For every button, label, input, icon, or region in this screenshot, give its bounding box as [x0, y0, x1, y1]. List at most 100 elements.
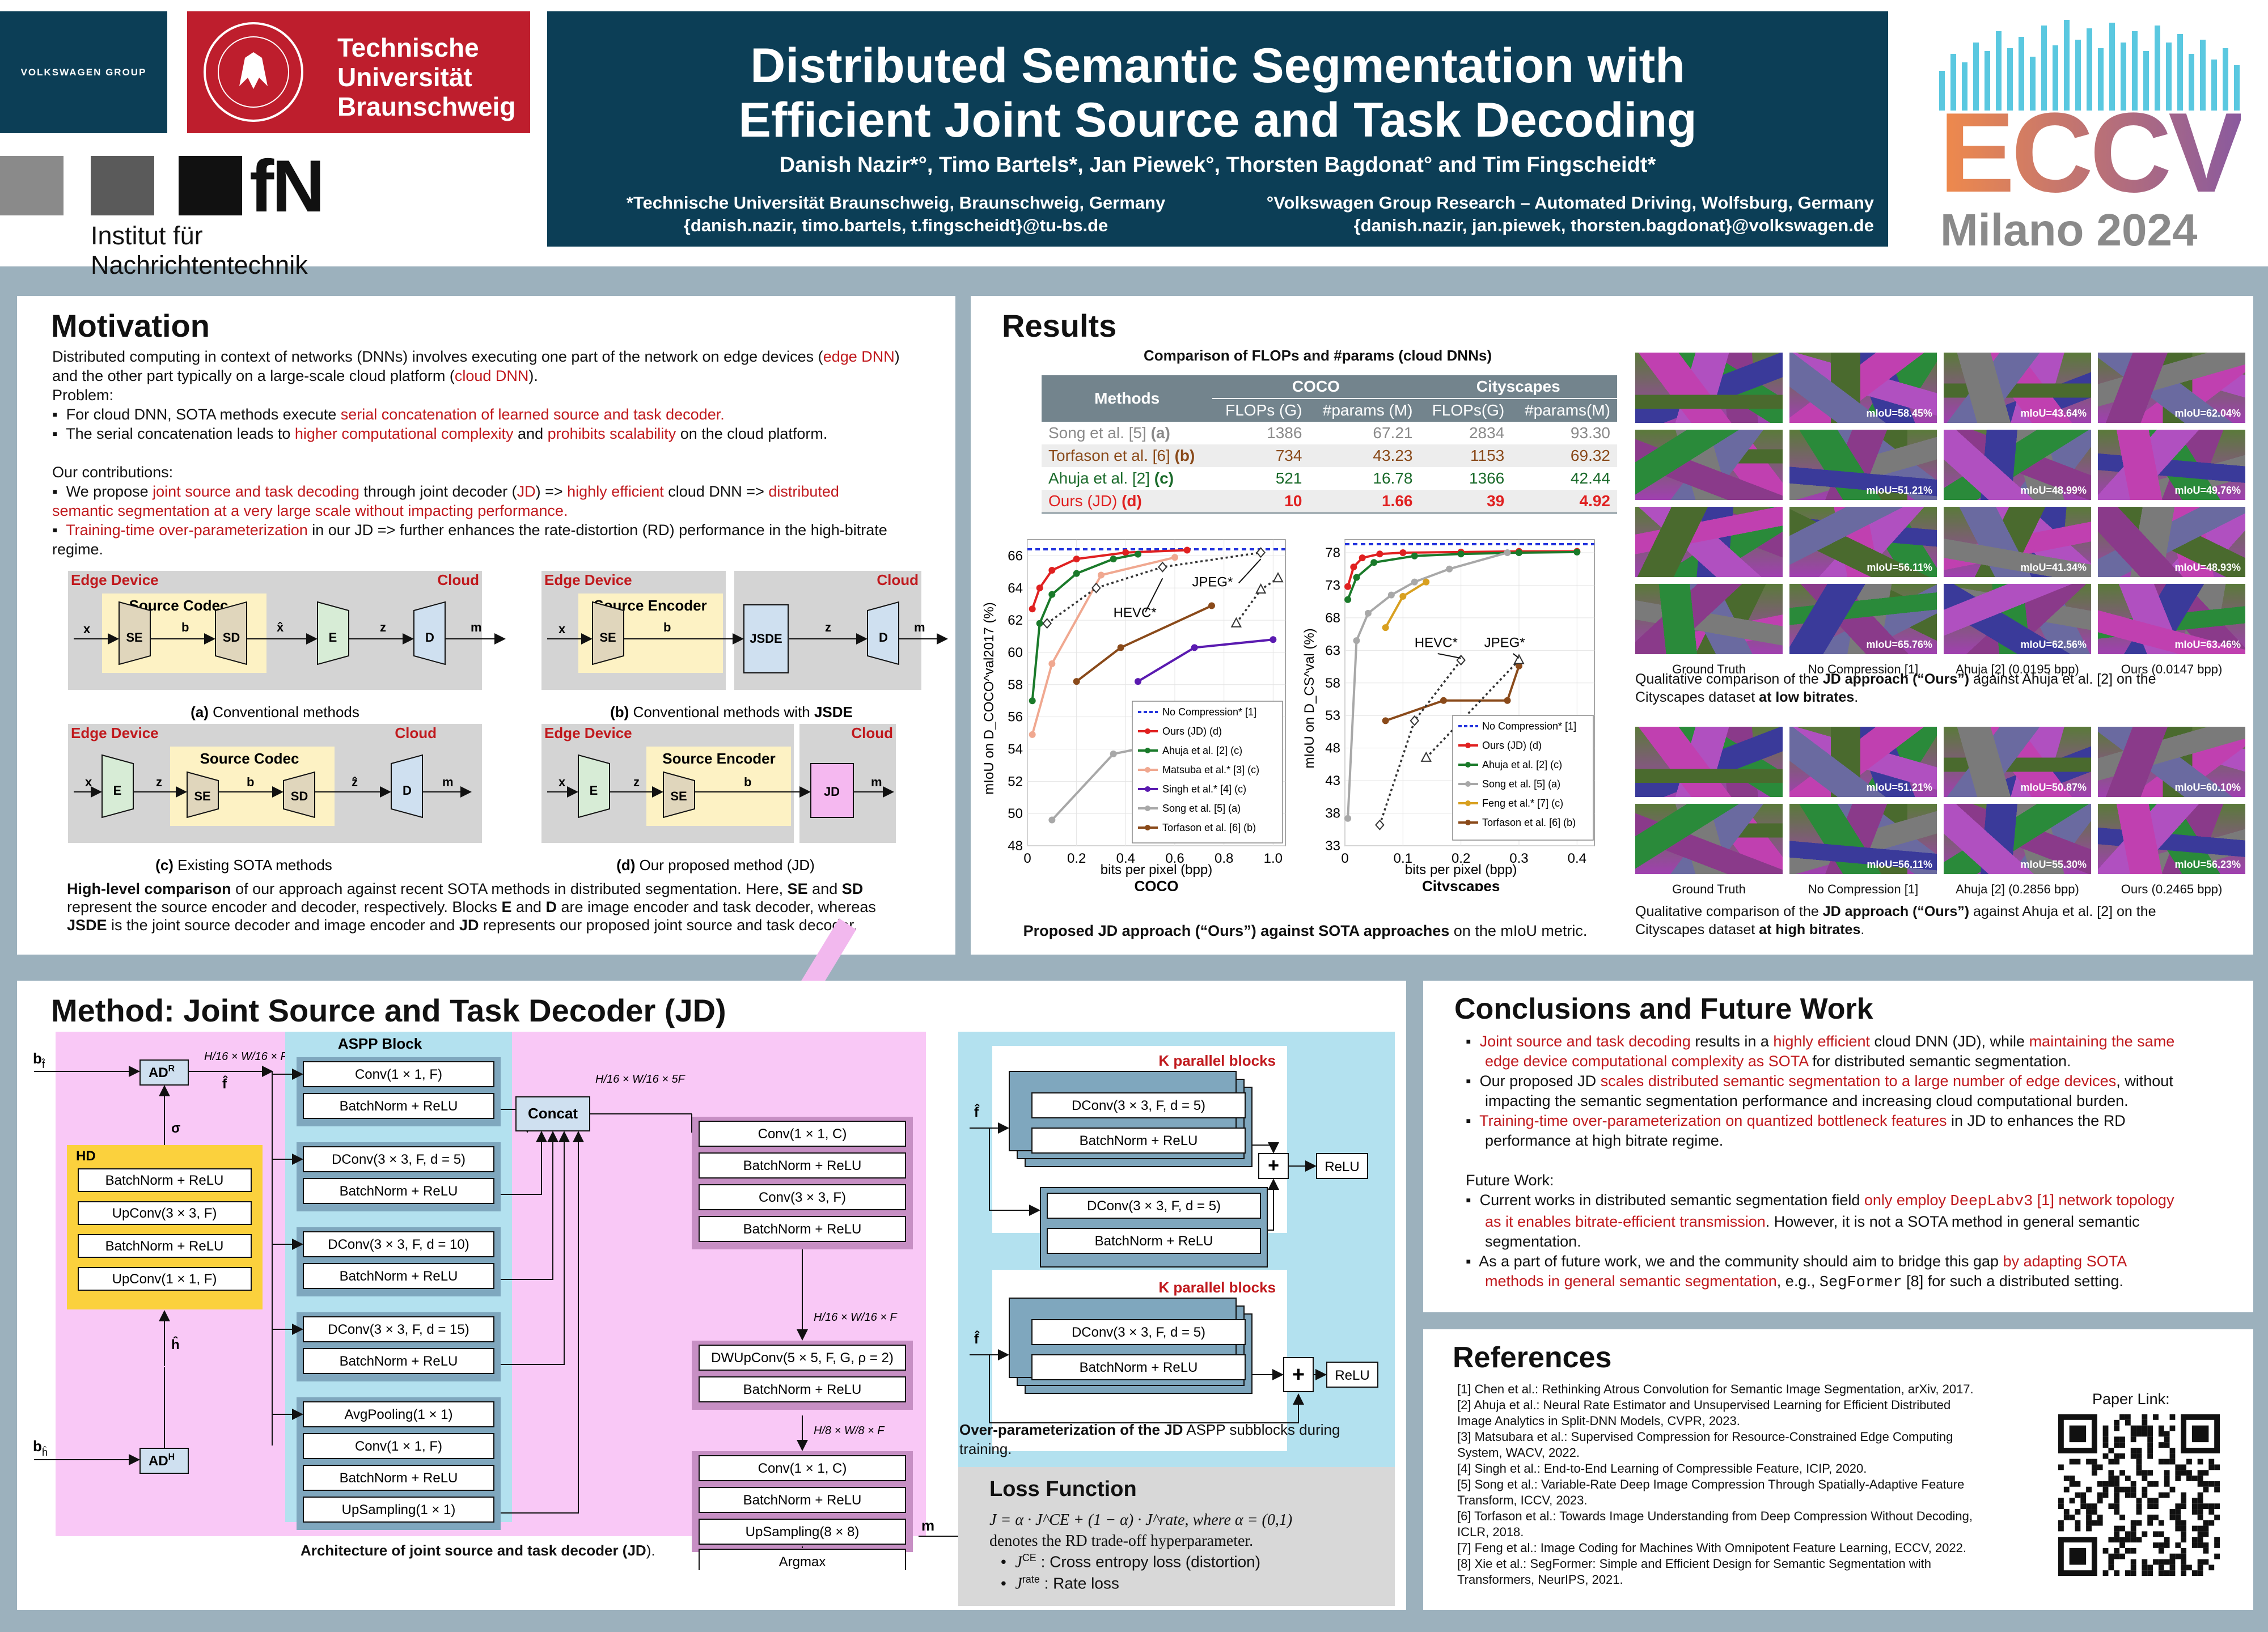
- segmentation-image: mIoU=51.21%: [1789, 727, 1937, 797]
- grid-column-label: Ground Truth: [1672, 662, 1746, 676]
- miou-label: mIoU=58.45%: [1866, 408, 1932, 419]
- decoder-op-label: DWUpConv(5 × 5, F, G, ρ = 2): [711, 1350, 894, 1366]
- motivation-title: Motivation: [51, 308, 210, 344]
- decoder-op-label: BatchNorm + ReLU: [743, 1222, 862, 1237]
- loss-title: Loss Function: [989, 1477, 1137, 1501]
- svg-text:+: +: [1292, 1363, 1305, 1387]
- loss-desc: denotes the RD trade-off hyperparameter.: [989, 1532, 1254, 1550]
- data-point: [1440, 697, 1447, 704]
- y-tick-label: 64: [1008, 580, 1023, 596]
- aspp-op: [303, 1231, 494, 1257]
- data-point: [1423, 578, 1430, 586]
- svg-text:(d) Our proposed method (JD): (d) Our proposed method (JD): [616, 857, 815, 874]
- architecture-caption: Architecture of joint source and task de…: [301, 1542, 655, 1559]
- aspp-op: [303, 1146, 494, 1172]
- svg-text:BatchNorm + ReLU: BatchNorm + ReLU: [1080, 1133, 1198, 1148]
- data-point: [1375, 819, 1385, 830]
- reference-item: Transform, ICCV, 2023.: [1457, 1493, 1588, 1507]
- decoder-op-label: Conv(1 × 1, C): [758, 1461, 847, 1476]
- svg-text:f̂: f̂: [974, 1330, 980, 1347]
- qr-code-icon[interactable]: [2058, 1414, 2220, 1576]
- svg-text:b: b: [181, 620, 189, 634]
- svg-text:(b) Conventional methods with: (b) Conventional methods with JSDE: [610, 703, 853, 720]
- svg-text:Cloud: Cloud: [877, 571, 919, 588]
- data-point: [1048, 660, 1056, 667]
- segmentation-image: mIoU=43.64%: [1944, 353, 2091, 423]
- svg-text:H/16 × W/16 × F: H/16 × W/16 × F: [814, 1311, 898, 1324]
- data-point: [1410, 715, 1420, 726]
- svg-text:m: m: [871, 775, 882, 789]
- decoder-op-label: Conv(1 × 1, C): [758, 1126, 847, 1142]
- data-point: [1344, 583, 1352, 590]
- svg-text:f̂: f̂: [974, 1104, 980, 1120]
- data-point: [1029, 697, 1036, 705]
- high-level-comparison-diagram: Edge Device Cloud Source Codec SE SD E D…: [68, 571, 948, 874]
- svg-text:m: m: [471, 620, 482, 634]
- data-point: [1411, 578, 1418, 586]
- series-line: [1031, 553, 1139, 701]
- aspp-op-label: AvgPooling(1 × 1): [344, 1407, 452, 1422]
- coco-y-label: mIoU on D_COCO^val2017 (%): [981, 602, 997, 794]
- loss-equation: J = α · J^CE + (1 − α) · J^rate, where α…: [989, 1511, 1293, 1529]
- y-tick-label: 58: [1325, 676, 1340, 691]
- data-point: [1073, 678, 1080, 685]
- miou-label: mIoU=65.76%: [1866, 639, 1932, 650]
- references-panel: References [1] Chen et al.: Rethinking A…: [1423, 1329, 2253, 1610]
- paper-link-label: Paper Link:: [2092, 1391, 2170, 1408]
- miou-label: mIoU=50.87%: [2020, 782, 2087, 793]
- affiliation-left: *Technische Universität Braunschweig, Br…: [598, 192, 1194, 237]
- series-line: [1378, 659, 1462, 825]
- x-tick-label: 0.4: [1568, 851, 1586, 866]
- aspp-op: [303, 1401, 494, 1427]
- svg-text:Source Encoder: Source Encoder: [662, 750, 775, 767]
- data-point: [1376, 550, 1383, 558]
- svg-text:b: b: [33, 1050, 42, 1067]
- svg-text:x̂: x̂: [277, 620, 284, 634]
- decoder-op: [699, 1519, 906, 1545]
- data-point: [1208, 602, 1215, 609]
- svg-text:DConv(3 × 3, F, d = 5): DConv(3 × 3, F, d = 5): [1072, 1098, 1205, 1113]
- svg-text:HD: HD: [76, 1148, 96, 1164]
- reference-item: ICLR, 2018.: [1457, 1525, 1524, 1539]
- op-dconv: [1047, 1193, 1261, 1219]
- svg-text:ReLU: ReLU: [1325, 1159, 1359, 1175]
- svg-text:σ: σ: [171, 1121, 180, 1136]
- op-dconv: [1031, 1092, 1246, 1118]
- svg-text:Source Codec: Source Codec: [200, 750, 299, 767]
- qualitative-low-grid: mIoU=58.45%mIoU=43.64%mIoU=62.04%mIoU=51…: [1635, 353, 2245, 676]
- svg-text:ẑ: ẑ: [352, 775, 358, 789]
- x-tick-label: 0.8: [1215, 851, 1233, 866]
- series-line: [1425, 659, 1520, 759]
- miou-label: mIoU=62.56%: [2020, 639, 2087, 650]
- coco-x-label: bits per pixel (bpp): [1101, 862, 1212, 878]
- tu-logo-line-1: Technische: [337, 33, 479, 62]
- legend-entry: Song et al. [5] (a): [1482, 778, 1560, 790]
- decoder-op-label: BatchNorm + ReLU: [743, 1493, 862, 1508]
- svg-text:ĥ: ĥ: [171, 1336, 180, 1353]
- svg-text:ADH: ADH: [149, 1452, 175, 1469]
- y-tick-label: 68: [1325, 611, 1340, 626]
- jd-architecture-diagram: b f̂ ADR H/16 × W/16 × F f̂ σ HD BatchNo…: [33, 1032, 982, 1570]
- data-point: [1513, 654, 1525, 664]
- conclusions-title: Conclusions and Future Work: [1454, 993, 1873, 1025]
- references-list: [1] Chen et al.: Rethinking Atrous Convo…: [1457, 1381, 2036, 1588]
- x-tick-label: 0.2: [1067, 851, 1086, 866]
- legend-entry: Ours (JD) (d): [1482, 740, 1542, 751]
- grid-column-label: Ours (0.2465 bpp): [2121, 882, 2223, 896]
- y-tick-label: 48: [1325, 741, 1340, 756]
- coco-legend: [1132, 701, 1283, 843]
- data-point: [1353, 637, 1360, 645]
- svg-text:Concat: Concat: [528, 1105, 578, 1122]
- legend-entry: Feng et al.* [7] (c): [1482, 798, 1563, 809]
- decoder-op: [699, 1152, 906, 1179]
- y-tick-label: 63: [1325, 643, 1340, 658]
- svg-text:BatchNorm + ReLU: BatchNorm + ReLU: [1080, 1360, 1198, 1375]
- x-tick-label: 0.3: [1509, 851, 1528, 866]
- aspp-op-label: UpSampling(1 × 1): [342, 1502, 456, 1517]
- data-point: [1110, 751, 1117, 757]
- aspp-op: [303, 1465, 494, 1491]
- aspp-op-label: BatchNorm + ReLU: [340, 1354, 458, 1369]
- y-tick-label: 56: [1008, 710, 1023, 725]
- data-point: [1344, 815, 1352, 822]
